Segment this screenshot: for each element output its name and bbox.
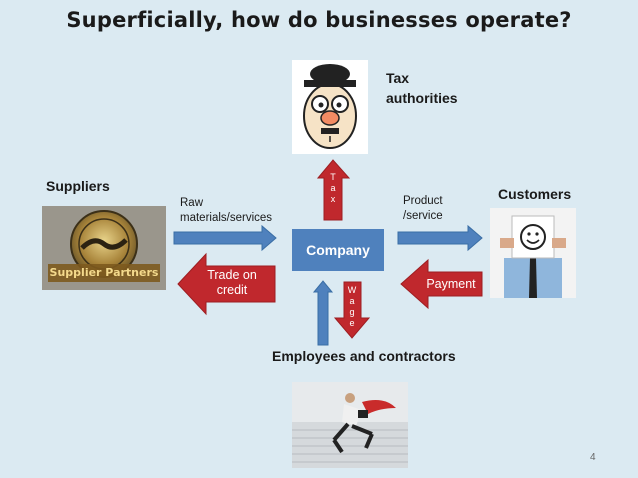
payment-arrow [400, 258, 483, 310]
product-arrow [397, 224, 483, 252]
supplier-partners-image: Supplier Partners [42, 206, 166, 290]
trade-credit-line-1: Trade on [207, 268, 257, 282]
wage-letter: e [349, 318, 355, 328]
product-line-1: Product [403, 195, 443, 207]
product-line-2: /service [403, 210, 443, 222]
payment-label: Payment [426, 277, 476, 291]
employee-image [292, 382, 408, 468]
supplier-partners-logo-text: Supplier Partners [49, 266, 159, 279]
slide-title: Superficially, how do businesses operate… [66, 8, 572, 32]
wage-letter: W [347, 285, 357, 295]
wage-arrow [333, 281, 371, 339]
tax-label-line-1: Tax [386, 70, 410, 86]
product-service-label: Product /service [403, 194, 443, 224]
trade-credit-line-2: credit [216, 283, 248, 297]
company-box: Company [292, 229, 384, 271]
tax-authorities-label: Tax authorities [386, 68, 458, 108]
employees-label: Employees and contractors [272, 348, 456, 364]
wage-letter: g [349, 307, 355, 317]
raw-materials-arrow [173, 224, 277, 252]
tax-letter: a [330, 183, 336, 193]
trade-credit-label: Trade on credit [200, 268, 264, 298]
raw-materials-label: Raw materials/services [180, 196, 272, 226]
raw-materials-line-2: materials/services [180, 212, 273, 224]
tax-letter: x [330, 194, 336, 204]
tax-label-line-2: authorities [386, 90, 458, 106]
wage-arrow-label: W a g e [346, 285, 358, 329]
page-number: 4 [590, 452, 596, 463]
suppliers-label: Suppliers [46, 178, 110, 194]
wage-letter: a [349, 296, 355, 306]
customer-image [490, 208, 576, 298]
trade-credit-arrow [177, 252, 276, 316]
tax-authority-illustration [292, 60, 368, 154]
tax-arrow [316, 159, 351, 221]
raw-materials-line-1: Raw [180, 197, 204, 209]
tax-letter: T [330, 172, 336, 182]
customers-label: Customers [498, 186, 572, 202]
employees-arrow [312, 280, 334, 346]
tax-arrow-label: T a x [327, 172, 339, 205]
